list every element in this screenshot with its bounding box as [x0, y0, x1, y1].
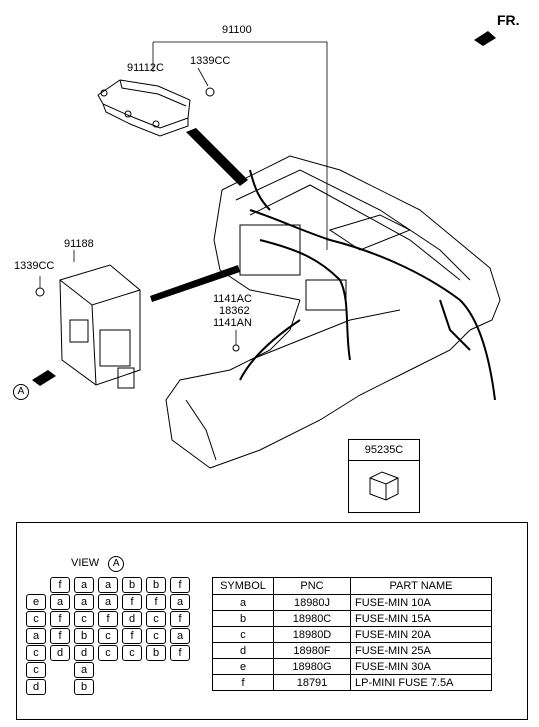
part-label-main-harness: 91100 — [222, 24, 252, 36]
symbol-cell: c — [212, 626, 274, 643]
fuse-slot: a — [74, 662, 94, 678]
fuse-symbol-table: SYMBOL PNC PART NAME a 18980J FUSE-MIN 1… — [212, 577, 492, 691]
fuse-slot: f — [50, 611, 70, 627]
table-row: a 18980J FUSE-MIN 10A — [212, 594, 492, 611]
fuse-slot: b — [122, 577, 142, 593]
part-label-clip-2: 18362 — [219, 305, 250, 317]
header-pnc: PNC — [273, 577, 351, 595]
fuse-slot: f — [170, 611, 190, 627]
part-name-cell: FUSE-MIN 10A — [350, 594, 492, 611]
part-name-cell: FUSE-MIN 25A — [350, 642, 492, 659]
fuse-slot: e — [26, 594, 46, 610]
view-title-marker: A — [108, 556, 125, 572]
bracket-drawing — [97, 79, 191, 137]
fuse-slot: f — [170, 577, 190, 593]
fuse-slot: a — [98, 594, 118, 610]
pnc-cell: 18980C — [273, 610, 351, 627]
fuse-slot: a — [26, 628, 46, 644]
fuse-slot: a — [74, 594, 94, 610]
pointer-strip — [150, 265, 240, 302]
fuse-slot: d — [122, 611, 142, 627]
table-row: e 18980G FUSE-MIN 30A — [212, 658, 492, 675]
fuse-slot: b — [146, 577, 166, 593]
part-label-screw-top: 1339CC — [190, 55, 231, 67]
symbol-cell: d — [212, 642, 274, 659]
fuse-slot: f — [146, 594, 166, 610]
clip-icon — [232, 344, 240, 352]
view-marker: A — [13, 384, 29, 400]
part-label-clip-1: 1141AC — [213, 293, 252, 305]
table-row: b 18980C FUSE-MIN 15A — [212, 610, 492, 627]
table-row: f 18791 LP-MINI FUSE 7.5A — [212, 674, 492, 691]
part-label-bracket: 91112C — [127, 62, 164, 74]
fuse-slot: f — [50, 577, 70, 593]
table-header-row: SYMBOL PNC PART NAME — [212, 577, 492, 595]
fuse-slot: f — [170, 645, 190, 661]
view-arrow-icon — [32, 370, 56, 386]
fuse-slot: c — [26, 662, 46, 678]
view-title: VIEW A — [71, 556, 125, 572]
front-direction-label: FR. — [497, 12, 520, 28]
fuse-slot: c — [98, 628, 118, 644]
screw-icon — [35, 287, 45, 297]
fuse-slot: f — [122, 594, 142, 610]
screw-icon — [205, 87, 215, 97]
fuse-slot: f — [122, 628, 142, 644]
relay-part-number: 95235C — [349, 440, 419, 461]
fuse-slot: d — [26, 679, 46, 695]
part-label-clip-3: 1141AN — [213, 317, 252, 329]
pointer-strip — [186, 128, 248, 186]
junction-block-drawing — [59, 264, 141, 389]
part-name-cell: FUSE-MIN 15A — [350, 610, 492, 627]
pnc-cell: 18980D — [273, 626, 351, 643]
pnc-cell: 18791 — [273, 674, 351, 691]
pnc-cell: 18980F — [273, 642, 351, 659]
part-label-junction-block: 91188 — [64, 238, 94, 250]
part-name-cell: LP-MINI FUSE 7.5A — [350, 674, 492, 691]
fuse-slot: c — [74, 611, 94, 627]
fuse-slot: c — [122, 645, 142, 661]
part-name-cell: FUSE-MIN 30A — [350, 658, 492, 675]
fuse-slot: a — [170, 628, 190, 644]
leader-lines — [39, 41, 328, 345]
view-title-text: VIEW — [71, 557, 100, 569]
legend-panel — [16, 522, 528, 720]
fuse-slot: c — [26, 645, 46, 661]
fuse-slot: d — [74, 645, 94, 661]
fuse-slot: f — [98, 611, 118, 627]
dashboard-drawing — [165, 155, 501, 469]
header-part-name: PART NAME — [350, 577, 492, 595]
relay-box: 95235C — [348, 439, 420, 513]
fuse-slot: c — [98, 645, 118, 661]
fuse-slot: b — [74, 628, 94, 644]
part-name-cell: FUSE-MIN 20A — [350, 626, 492, 643]
table-row: c 18980D FUSE-MIN 20A — [212, 626, 492, 643]
front-arrow-icon — [474, 31, 496, 46]
header-symbol: SYMBOL — [212, 577, 274, 595]
fuse-slot: f — [50, 628, 70, 644]
fuse-slot: d — [50, 645, 70, 661]
fuse-slot: a — [98, 577, 118, 593]
symbol-cell: b — [212, 610, 274, 627]
wiring-harness — [239, 169, 496, 401]
fuse-slot: b — [74, 679, 94, 695]
symbol-cell: f — [212, 674, 274, 691]
fuse-slot: c — [146, 611, 166, 627]
fuse-slot: a — [50, 594, 70, 610]
table-row: d 18980F FUSE-MIN 25A — [212, 642, 492, 659]
symbol-cell: e — [212, 658, 274, 675]
symbol-cell: a — [212, 594, 274, 611]
fuse-slot: c — [26, 611, 46, 627]
fuse-slot: a — [74, 577, 94, 593]
part-label-screw-left: 1339CC — [14, 260, 55, 272]
pnc-cell: 18980G — [273, 658, 351, 675]
fuse-slot: c — [146, 628, 166, 644]
fuse-slot: b — [146, 645, 166, 661]
fuse-slot: a — [170, 594, 190, 610]
pnc-cell: 18980J — [273, 594, 351, 611]
relay-icon — [369, 471, 399, 501]
